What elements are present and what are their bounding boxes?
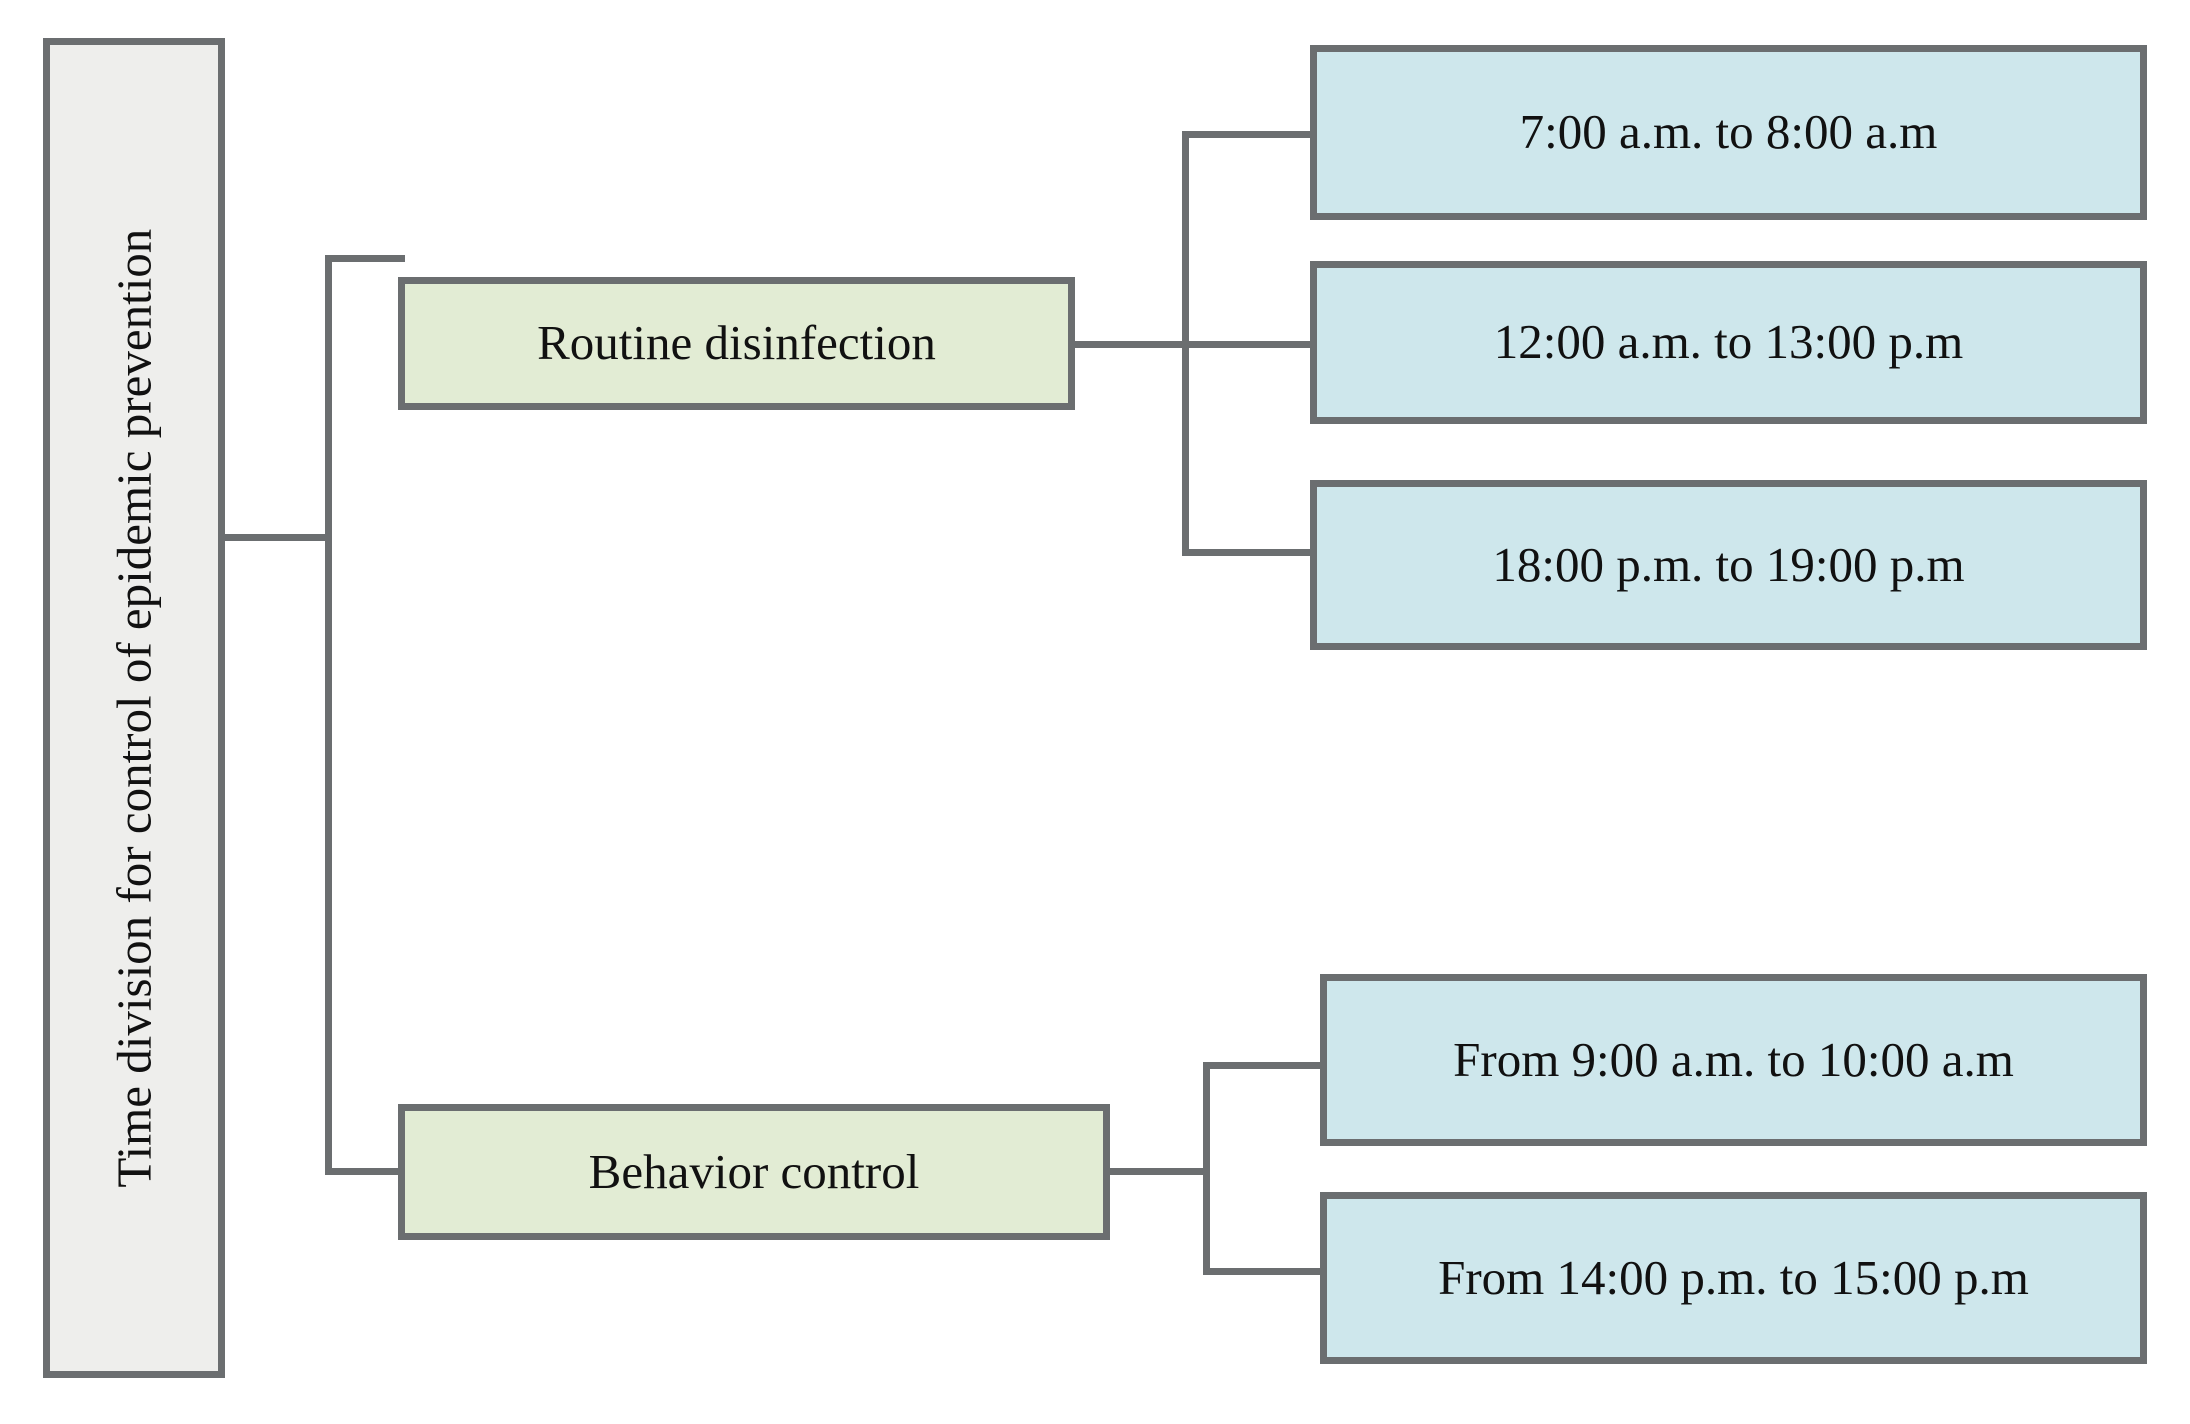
- connector-branch-2-leaf-1: [1203, 1062, 1326, 1069]
- connector-branch-1-leaf-2: [1182, 341, 1316, 348]
- root-node-time-division[interactable]: Time division for control of epidemic pr…: [43, 38, 225, 1378]
- connector-trunk-to-branch-2: [325, 1168, 405, 1175]
- leaf-node-label: 12:00 a.m. to 13:00 p.m: [1493, 314, 1964, 370]
- leaf-node-behavior-2[interactable]: From 14:00 p.m. to 15:00 p.m: [1320, 1192, 2147, 1364]
- leaf-node-routine-2[interactable]: 12:00 a.m. to 13:00 p.m: [1310, 261, 2147, 424]
- connector-trunk-to-branch-1: [325, 255, 405, 262]
- connector-root-trunk: [325, 255, 332, 1175]
- leaf-node-routine-3[interactable]: 18:00 p.m. to 19:00 p.m: [1310, 480, 2147, 650]
- branch-node-routine-disinfection[interactable]: Routine disinfection: [398, 277, 1075, 410]
- connector-root-stub: [225, 534, 329, 541]
- leaf-node-label: 18:00 p.m. to 19:00 p.m: [1492, 536, 1965, 592]
- leaf-node-routine-1[interactable]: 7:00 a.m. to 8:00 a.m: [1310, 45, 2147, 220]
- connector-branch-1-leaf-1: [1182, 131, 1316, 138]
- branch-node-behavior-control[interactable]: Behavior control: [398, 1104, 1110, 1240]
- branch-node-label: Behavior control: [588, 1143, 920, 1199]
- connector-branch-1-leaf-3: [1182, 549, 1316, 556]
- root-node-label: Time division for control of epidemic pr…: [105, 228, 161, 1188]
- connector-branch-2-leaf-2: [1203, 1268, 1326, 1275]
- connector-branch-2-stub: [1110, 1168, 1210, 1175]
- branch-node-label: Routine disinfection: [537, 315, 936, 371]
- connector-branch-1-stub: [1073, 341, 1189, 348]
- leaf-node-behavior-1[interactable]: From 9:00 a.m. to 10:00 a.m: [1320, 974, 2147, 1146]
- leaf-node-label: From 9:00 a.m. to 10:00 a.m: [1453, 1031, 2014, 1087]
- leaf-node-label: From 14:00 p.m. to 15:00 p.m: [1438, 1249, 2029, 1305]
- connector-branch-2-trunk: [1203, 1062, 1210, 1275]
- leaf-node-label: 7:00 a.m. to 8:00 a.m: [1519, 104, 1938, 160]
